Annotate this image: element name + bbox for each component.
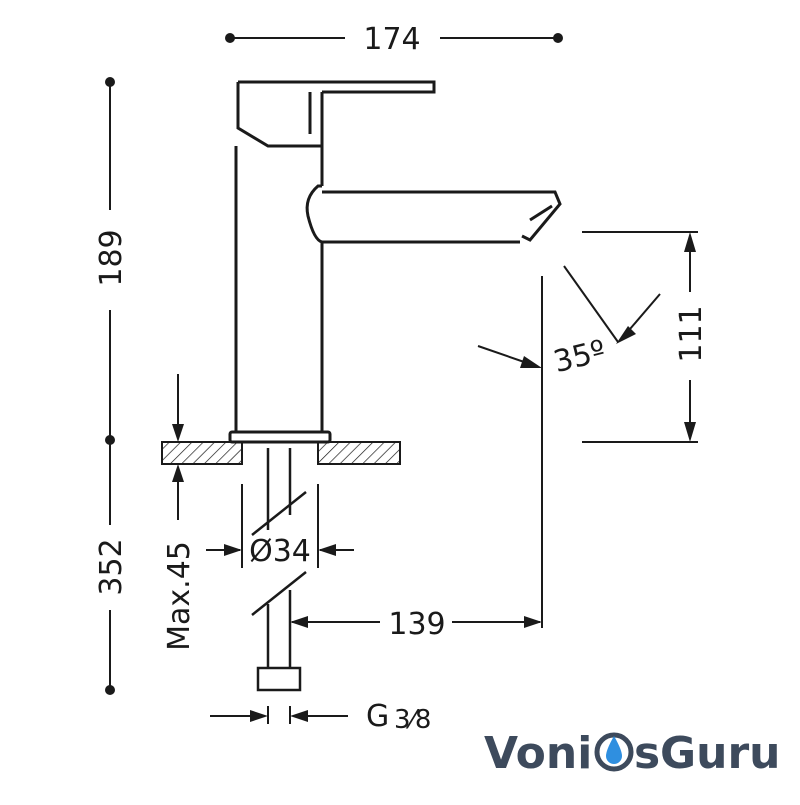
arrow-head: [684, 422, 696, 442]
dimension-label-189: 189: [94, 229, 129, 286]
dimension-label-max45: Max.45: [162, 541, 197, 651]
dimension-spout-clearance: [582, 231, 698, 443]
dimension-label-angle: 35º: [550, 333, 609, 380]
dim-dot: [225, 33, 235, 43]
faucet-body: [228, 80, 562, 444]
arrow-head: [684, 232, 696, 252]
dim-dot: [105, 435, 115, 445]
water-drop-icon: [594, 732, 634, 772]
dim-dot: [105, 77, 115, 87]
dimension-label-352: 352: [94, 538, 129, 595]
arrow-head: [172, 464, 184, 482]
dim-dot: [553, 33, 563, 43]
countertop-left: [161, 441, 243, 465]
arrow-head: [290, 616, 308, 628]
dimension-label-174: 174: [363, 22, 420, 57]
countertop-right: [317, 441, 401, 465]
dimension-label-111: 111: [674, 305, 709, 362]
dimension-label-thread-g: G: [366, 699, 389, 734]
supply-hose: [251, 448, 307, 692]
logo-text-guru: Guru: [660, 728, 780, 779]
dimension-label-139: 139: [388, 607, 445, 642]
dimension-label-diameter: Ø34: [249, 534, 311, 569]
arrow-head: [224, 544, 242, 556]
arrow-head: [524, 616, 542, 628]
logo-text-s: s: [634, 728, 660, 779]
logo-text-voni: Voni: [484, 728, 592, 779]
arrow-head: [172, 424, 184, 442]
brand-logo: Voni s Guru: [484, 728, 780, 779]
dimension-thread: [210, 706, 348, 724]
dimension-label-thread-size: 3⁄8: [394, 705, 431, 735]
arrow-head: [290, 710, 308, 722]
arrow-head: [520, 356, 542, 368]
arrow-head: [250, 710, 268, 722]
dim-dot: [105, 685, 115, 695]
arrow-head: [616, 326, 636, 344]
arrow-head: [318, 544, 336, 556]
